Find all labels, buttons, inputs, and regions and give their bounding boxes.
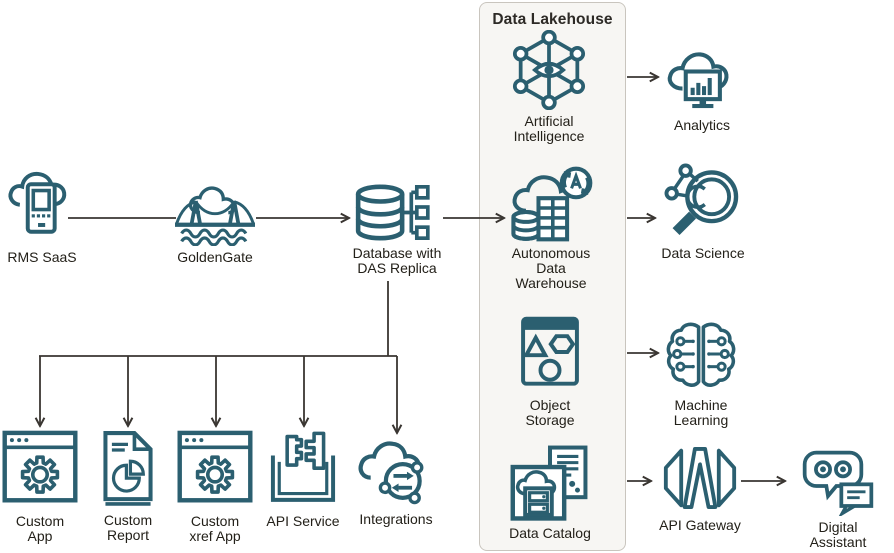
node-goldengate: GoldenGate [174,176,256,265]
node-analytics: Analytics [663,42,741,133]
document-pie-chart-icon [103,431,153,506]
node-label: Data Catalog [509,525,591,541]
node-data-catalog: Data Catalog [507,444,593,541]
node-label: Custom App [15,513,65,544]
node-label: Database with DAS Replica [352,245,442,276]
node-label: RMS SaaS [7,249,77,265]
node-database-das: Database with DAS Replica [352,183,442,276]
magnifier-nodes-icon [664,163,739,236]
node-label: API Gateway [659,517,741,533]
node-label: Machine Learning [673,397,729,428]
panel-title: Data Lakehouse [492,11,613,28]
node-label: Digital Assistant [809,519,867,550]
node-label: Autonomous Data Warehouse [511,245,591,291]
branch-trunk [39,281,397,357]
node-label: Artificial Intelligence [513,113,585,144]
bridge-icon [175,186,255,246]
cloud-bar-chart-monitor-icon [667,52,729,109]
cloud-warehouse-sync-icon [511,166,593,242]
node-label: Analytics [673,117,731,133]
node-label: API Service [266,513,340,529]
robot-chat-icon [802,450,874,516]
cloud-mobile-device-icon [8,171,67,234]
node-data-science: Data Science [661,162,745,261]
node-api-gateway: API Gateway [659,442,741,533]
node-label: Custom xref App [189,513,241,544]
shapes-window-icon [521,316,579,386]
node-label: Custom Report [103,512,153,543]
node-api-service: API Service [265,428,341,529]
node-machine-learning: Machine Learning [663,314,739,428]
node-custom-app: Custom App [2,428,79,544]
node-label: GoldenGate [177,249,253,265]
brain-circuit-icon [666,322,736,387]
container-connectors-icon [270,431,336,502]
node-custom-xref-app: Custom xref App [177,428,254,544]
node-integrations: Integrations [353,432,439,527]
hex-network-eye-icon [512,30,586,110]
node-custom-report: Custom Report [99,428,157,543]
node-label: Object Storage [525,397,575,428]
cloud-exchange-arrows-icon [358,441,424,505]
node-autonomous-data-warehouse: Autonomous Data Warehouse [508,166,594,291]
node-artificial-intelligence: Artificial Intelligence [509,30,589,144]
window-gear-icon [2,430,78,503]
node-digital-assistant: Digital Assistant [793,446,883,550]
node-object-storage: Object Storage [512,310,588,428]
gateway-slats-icon [663,447,737,509]
node-rms-saas: RMS SaaS [4,162,80,265]
cloud-drawers-document-icon [510,445,588,521]
window-gear-icon [177,430,253,503]
database-replica-icon [356,184,430,241]
node-label: Data Science [661,245,745,261]
node-label: Integrations [359,511,433,527]
